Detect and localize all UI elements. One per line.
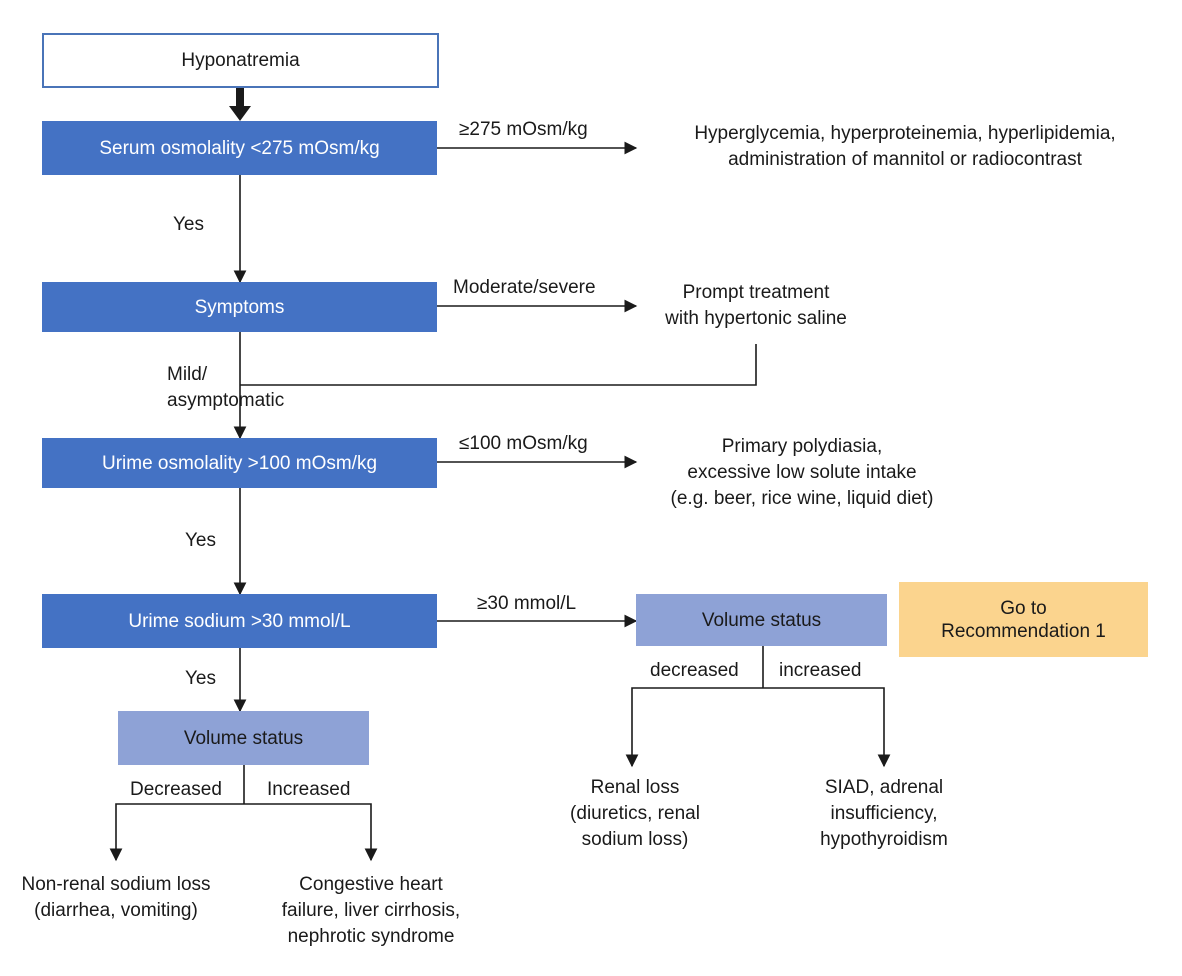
volume-status-right-label: Volume status [701, 609, 822, 631]
branch-label-decreased-left: Decreased [130, 779, 222, 800]
outcome-hyperglycemia: Hyperglycemia, hyperproteinemia, hyperli… [694, 123, 1116, 170]
decision-urine-osmolality: Urime osmolality >100 mOsm/kg [42, 438, 437, 488]
outcome-primary-polydipsia: Primary polydiasia, excessive low solute… [670, 436, 934, 509]
decision-symptoms: Symptoms [42, 282, 437, 332]
branch-label-osm-high: ≥275 mOsm/kg [459, 119, 588, 140]
outcome-congestive: Congestive heart failure, liver cirrhosi… [281, 874, 461, 947]
decision-urine-sodium-label: Urime sodium >30 mmol/L [128, 610, 351, 632]
outcome-non-renal-loss: Non-renal sodium loss (diarrhea, vomitin… [21, 874, 211, 921]
outcome-renal-loss: Renal loss (diuretics, renal sodium loss… [570, 777, 700, 850]
decision-serum-osmolality-label: Serum osmolality <275 mOsm/kg [99, 137, 380, 159]
branch-label-increased-right: increased [779, 660, 862, 681]
start-label: Hyponatremia [181, 50, 300, 71]
branch-label-mild-asymptomatic: Mild/ asymptomatic [167, 364, 285, 411]
branch-label-urine-osm-low: ≤100 mOsm/kg [459, 433, 588, 454]
arrow-left-decreased [109, 803, 244, 862]
volume-status-right: Volume status [636, 594, 887, 646]
arrowhead-start-to-serum [229, 106, 251, 121]
branch-label-yes-1: Yes [173, 214, 204, 235]
arrow-right-decreased [625, 687, 763, 768]
arrow-left-increased [244, 803, 378, 862]
branch-label-yes-2: Yes [185, 530, 216, 551]
arrow-right-increased [763, 687, 891, 768]
go-to-recommendation-box: Go to Recommendation 1 [899, 582, 1148, 657]
decision-urine-sodium: Urime sodium >30 mmol/L [42, 594, 437, 648]
decision-symptoms-label: Symptoms [194, 296, 285, 318]
branch-label-yes-3: Yes [185, 668, 216, 689]
decision-urine-osmolality-label: Urime osmolality >100 mOsm/kg [101, 452, 378, 474]
branch-label-decreased-right: decreased [650, 660, 739, 681]
volume-status-left: Volume status [118, 711, 369, 765]
go-to-recommendation-label: Go to Recommendation 1 [941, 597, 1106, 642]
branch-label-increased-left: Increased [267, 779, 351, 800]
line-prompt-return [240, 344, 757, 386]
outcome-siad: SIAD, adrenal insufficiency, hypothyroid… [820, 777, 948, 850]
volume-status-left-label: Volume status [183, 727, 304, 749]
decision-serum-osmolality: Serum osmolality <275 mOsm/kg [42, 121, 437, 175]
branch-label-moderate-severe: Moderate/severe [453, 277, 596, 298]
outcome-prompt-treatment: Prompt treatment with hypertonic saline [665, 282, 847, 329]
branch-label-sodium-high: ≥30 mmol/L [477, 593, 577, 614]
start-box-hyponatremia: Hyponatremia [42, 33, 439, 88]
